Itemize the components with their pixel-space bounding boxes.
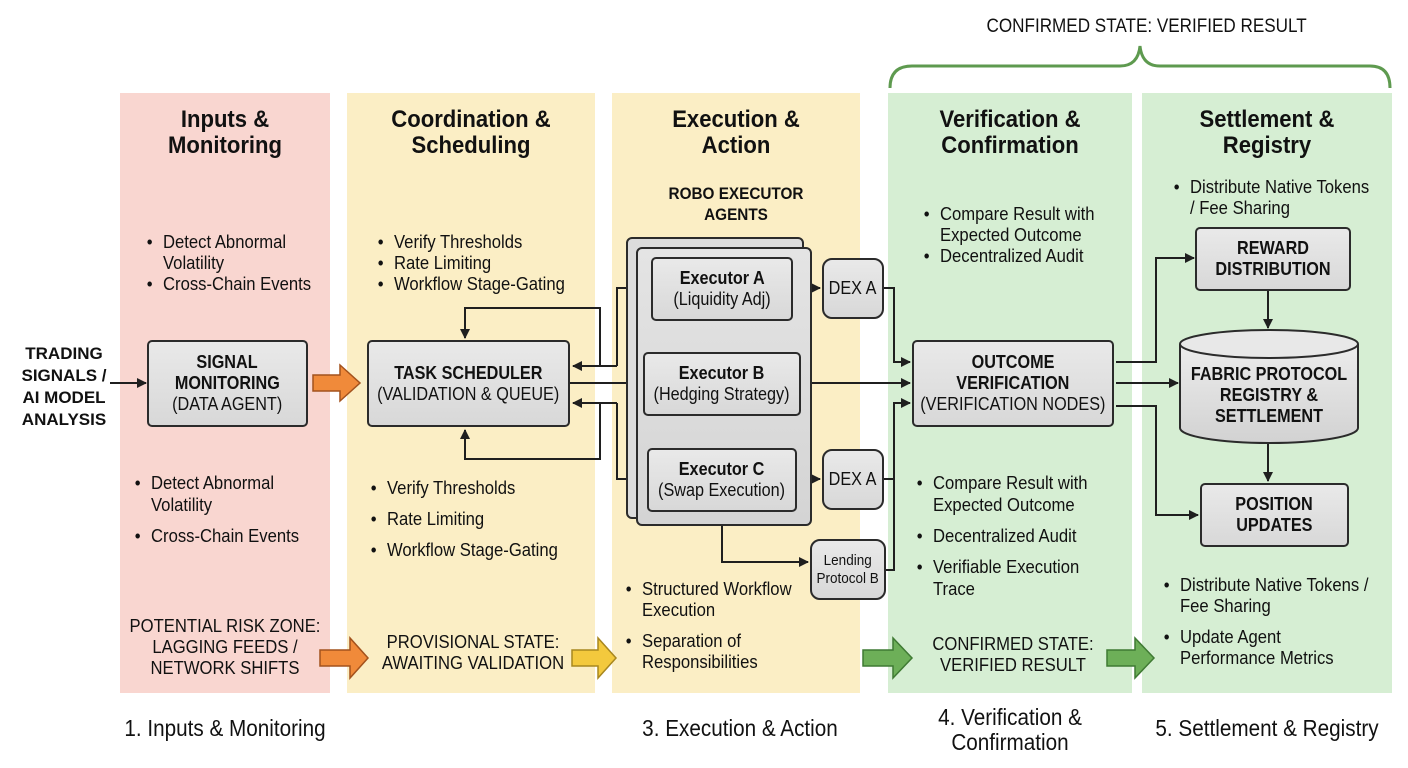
risk-zone-state: POTENTIAL RISK ZONE: LAGGING FEEDS / NET… [129,615,321,678]
green-arrow-state-2 [1106,636,1156,680]
executor-b-box[interactable]: Executor B (Hedging Strategy) [643,352,801,416]
registry-database-icon[interactable] [1178,328,1360,446]
footer-label-4: 4. Verification & Confirmation [938,704,1082,755]
orange-arrow-state [319,636,370,680]
column-5-title: Settlement & Registry [1199,106,1335,159]
lending-protocol-b-venue[interactable]: Lending Protocol B [810,539,886,600]
bullet-item: Cross-Chain Events [133,525,299,547]
footer-label-3: 3. Execution & Action [642,715,838,741]
registry-label: FABRIC PROTOCOL REGISTRY & SETTLEMENT [1190,364,1348,426]
task-scheduler-box[interactable]: TASK SCHEDULER (VALIDATION & QUEUE) [367,340,570,427]
footer-label-1: 1. Inputs & Monitoring [124,715,326,741]
dex-a-venue-bottom[interactable]: DEX A [822,449,884,510]
column-2-bullets-bottom: Verify Thresholds Rate Limiting Workflow… [369,472,558,565]
yellow-arrow-state [571,636,618,680]
column-5-bullets-bottom: Distribute Native Tokens /Fee Sharing Up… [1162,574,1369,668]
confirmed-state: CONFIRMED STATE: VERIFIED RESULT [932,633,1094,675]
bullet-item: Rate Limiting [376,252,565,273]
bullet-item: Decentralized Audit [922,245,1095,266]
column-2-bullets-top: Verify Thresholds Rate Limiting Workflow… [376,231,565,294]
robo-executor-agents-label: ROBO EXECUTOR AGENTS [668,184,804,224]
position-updates-box[interactable]: POSITION UPDATES [1200,483,1349,547]
verification-to-reward [1116,253,1195,363]
green-arrow-state-1 [862,636,914,680]
confirmed-state-brace [888,45,1392,89]
executor-a-box[interactable]: Executor A (Liquidity Adj) [651,257,793,321]
column-5-bullets-top: Distribute Native Tokens/ Fee Sharing [1172,176,1369,218]
bullet-item: Workflow Stage-Gating [376,273,565,294]
signal-monitoring-box[interactable]: SIGNAL MONITORING (DATA AGENT) [147,340,308,427]
executor-c-box[interactable]: Executor C (Swap Execution) [647,448,797,512]
outcome-verification-box[interactable]: OUTCOME VERIFICATION (VERIFICATION NODES… [912,340,1114,427]
bullet-item: Verify Thresholds [376,231,565,252]
dex-a-to-verification [884,287,911,367]
bullet-item: Distribute Native Tokens/ Fee Sharing [1172,176,1369,218]
bullet-item: Verify Thresholds [369,472,558,503]
input-label: TRADING SIGNALS / AI MODEL ANALYSIS [21,344,107,429]
column-3-title: Execution & Action [672,106,800,159]
bullet-item: Rate Limiting [369,503,558,534]
footer-label-5: 5. Settlement & Registry [1155,715,1379,741]
orange-arrow-main [312,363,362,403]
dex-a-venue-top[interactable]: DEX A [822,258,884,319]
lending-to-verification [886,479,895,571]
column-1-title: Inputs & Monitoring [167,106,283,159]
bullet-item: Cross-Chain Events [145,273,311,294]
scheduler-loop-bottom [460,403,601,460]
bullet-item: Workflow Stage-Gating [369,534,558,565]
provisional-state: PROVISIONAL STATE: AWAITING VALIDATION [381,631,565,673]
column-2-title: Coordination & Scheduling [391,106,551,159]
bullet-item: Distribute Native Tokens /Fee Sharing [1162,574,1369,616]
top-brace-label: CONFIRMED STATE: VERIFIED RESULT [986,16,1307,37]
bullet-item: Decentralized Audit [915,525,1088,547]
dex-c-to-verification [884,398,911,480]
verification-to-position [1116,405,1199,520]
reward-distribution-box[interactable]: REWARD DISTRIBUTION [1195,227,1351,291]
column-4-title: Verification & Confirmation [939,106,1081,159]
scheduler-loop-top [460,307,601,366]
exec-to-lending [721,522,809,567]
